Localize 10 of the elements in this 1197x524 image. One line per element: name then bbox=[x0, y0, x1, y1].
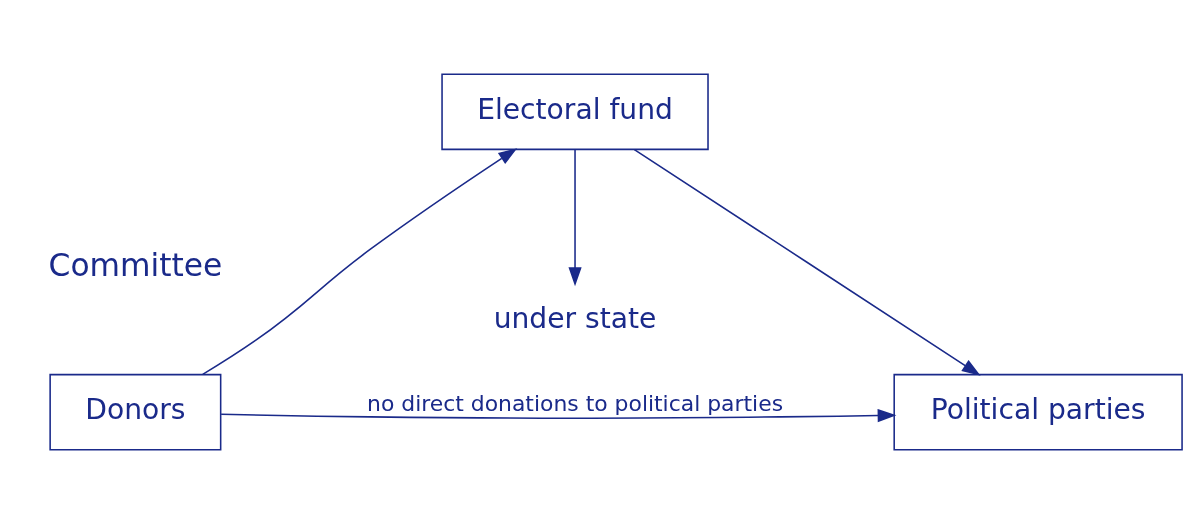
arrow bbox=[220, 409, 897, 423]
edge-label: no direct donations to political parties bbox=[367, 390, 784, 416]
arrow bbox=[633, 148, 981, 376]
node-box: Donors bbox=[49, 373, 222, 451]
arrow bbox=[201, 148, 518, 376]
label: Committee bbox=[48, 247, 223, 284]
node-box: Electoral fund bbox=[441, 73, 709, 151]
node-box: Political parties bbox=[893, 373, 1183, 451]
arrow bbox=[568, 148, 582, 287]
node-text: under state bbox=[493, 302, 657, 336]
